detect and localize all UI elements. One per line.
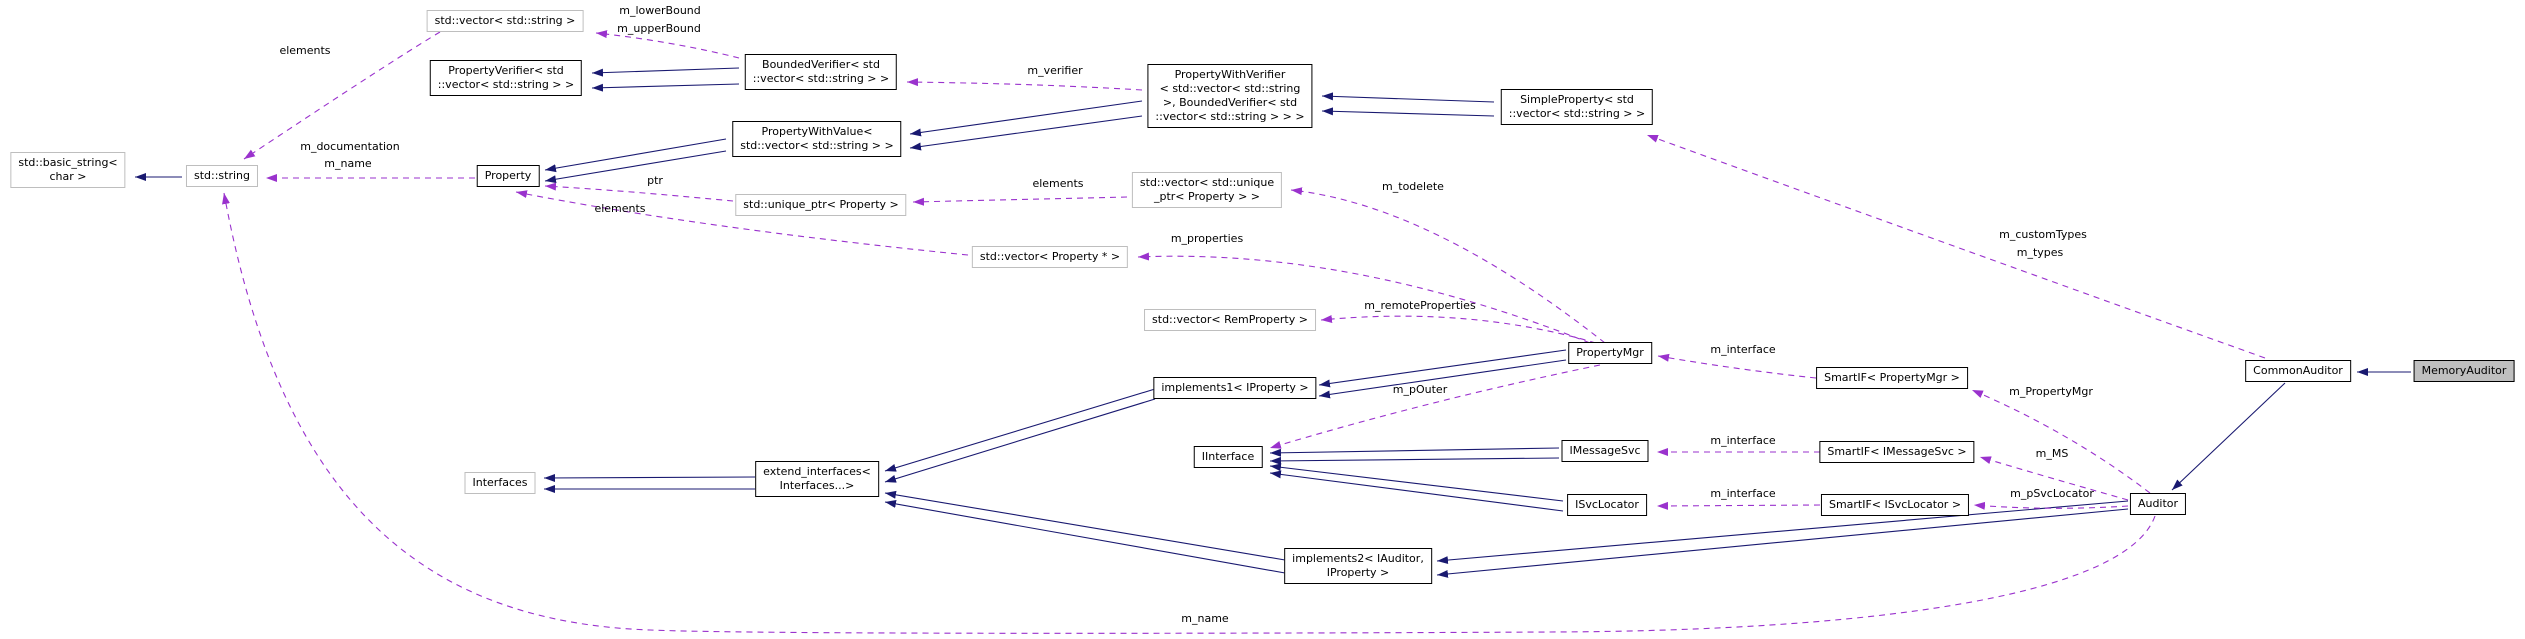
node-label: SmartIF< ISvcLocator > (1828, 498, 1962, 511)
edge-label-m-upperbound: m_upperBound (617, 22, 701, 35)
node-extend-interfaces[interactable]: extend_interfaces< Interfaces...> (755, 461, 879, 497)
node-label: SmartIF< PropertyMgr > (1824, 371, 1960, 384)
node-label: std::vector< RemProperty > (1152, 313, 1308, 326)
node-label: std::vector< std::string > (434, 14, 576, 27)
node-label: IProperty > (1326, 566, 1390, 579)
node-label: IInterface (1201, 450, 1255, 463)
node-label: Property (484, 169, 532, 182)
node-label: IMessageSvc (1569, 444, 1641, 457)
node-label: implements1< IProperty > (1161, 381, 1309, 394)
node-label: std::string (193, 169, 251, 182)
node-imessage-svc[interactable]: IMessageSvc (1561, 440, 1649, 462)
node-property-with-verifier[interactable]: PropertyWithVerifier < std::vector< std:… (1147, 64, 1313, 128)
node-isvc-locator[interactable]: ISvcLocator (1567, 494, 1647, 516)
edge-label-ptr: ptr (647, 174, 663, 187)
edge-label-m-psvclocator: m_pSvcLocator (2010, 487, 2094, 500)
node-label: >, BoundedVerifier< std (1162, 96, 1298, 109)
node-label: PropertyVerifier< std (448, 64, 564, 77)
edge-label-m-propertymgr: m_PropertyMgr (2009, 385, 2093, 398)
node-std-vector-rem-property: std::vector< RemProperty > (1144, 309, 1316, 331)
node-simple-property[interactable]: SimpleProperty< std ::vector< std::strin… (1500, 89, 1654, 125)
edge-label-elements-low: elements (594, 202, 646, 215)
edge-label-m-types: m_types (2016, 246, 2064, 259)
edge-label-m-customtypes: m_customTypes (1999, 228, 2087, 241)
node-bounded-verifier[interactable]: BoundedVerifier< std ::vector< std::stri… (744, 54, 898, 90)
node-label: PropertyWithValue< (761, 125, 873, 138)
node-label: extend_interfaces< (763, 465, 871, 478)
node-label: _ptr< Property > > (1153, 190, 1261, 203)
node-label: implements2< IAuditor, (1292, 552, 1424, 565)
edge-label-elements-top: elements (279, 44, 331, 57)
node-std-string: std::string (185, 165, 259, 187)
edge-label-m-remoteproperties: m_remoteProperties (1364, 299, 1476, 312)
node-smartif-property-mgr[interactable]: SmartIF< PropertyMgr > (1816, 367, 1968, 389)
node-implements2[interactable]: implements2< IAuditor, IProperty > (1284, 548, 1432, 584)
node-std-unique-ptr-property: std::unique_ptr< Property > (735, 194, 907, 216)
edge-label-elements-mid: elements (1032, 177, 1084, 190)
edge-label-m-ms: m_MS (2035, 447, 2069, 460)
node-smartif-isvc-locator[interactable]: SmartIF< ISvcLocator > (1820, 494, 1970, 516)
node-label: std::vector< std::string > > (740, 139, 894, 152)
node-label: Interfaces (472, 476, 528, 489)
node-iinterface[interactable]: IInterface (1193, 446, 1263, 468)
node-property[interactable]: Property (476, 165, 540, 187)
node-label: std::unique_ptr< Property > (743, 198, 899, 211)
node-memory-auditor: MemoryAuditor (2413, 360, 2515, 382)
node-label: std::vector< std::unique (1139, 176, 1275, 189)
node-label: PropertyMgr (1576, 346, 1644, 359)
node-label: CommonAuditor (2253, 364, 2343, 377)
edge-label-m-interface-imessagesvc: m_interface (1710, 434, 1776, 447)
node-label: ::vector< std::string > > (437, 78, 575, 91)
node-label: std::basic_string< (18, 156, 118, 169)
node-label: SimpleProperty< std (1520, 93, 1634, 106)
node-label: BoundedVerifier< std (762, 58, 880, 71)
node-label: SmartIF< IMessageSvc > (1827, 445, 1967, 458)
edge-label-m-pouter: m_pOuter (1392, 383, 1448, 396)
node-label: std::vector< Property * > (979, 250, 1121, 263)
edge-label-m-lowerbound: m_lowerBound (619, 4, 701, 17)
edge-label-m-interface-propertymgr: m_interface (1710, 343, 1776, 356)
edge-label-m-name-string: m_name (324, 157, 372, 170)
node-label: PropertyWithVerifier (1174, 68, 1286, 81)
node-label: Interfaces...> (779, 479, 855, 492)
node-interfaces: Interfaces (464, 472, 536, 494)
node-std-vector-string: std::vector< std::string > (426, 10, 584, 32)
node-label: Auditor (2137, 497, 2179, 510)
node-label: ::vector< std::string > > (1508, 107, 1646, 120)
node-label: ::vector< std::string > > (752, 72, 890, 85)
edge-label-m-todelete: m_todelete (1382, 180, 1444, 193)
node-property-verifier[interactable]: PropertyVerifier< std ::vector< std::str… (429, 60, 583, 96)
edge-label-m-documentation: m_documentation (300, 140, 400, 153)
node-label: < std::vector< std::string (1159, 82, 1301, 95)
node-common-auditor[interactable]: CommonAuditor (2245, 360, 2351, 382)
node-std-vector-property-ptr: std::vector< Property * > (971, 246, 1129, 268)
edge-label-m-properties: m_properties (1170, 232, 1244, 245)
node-label: MemoryAuditor (2421, 364, 2507, 377)
node-label: ::vector< std::string > > > (1155, 110, 1305, 123)
node-label: ISvcLocator (1575, 498, 1639, 511)
node-implements1[interactable]: implements1< IProperty > (1153, 377, 1317, 399)
node-auditor[interactable]: Auditor (2129, 493, 2187, 515)
edge-label-m-verifier: m_verifier (1027, 64, 1083, 77)
node-property-with-value[interactable]: PropertyWithValue< std::vector< std::str… (732, 121, 902, 157)
node-label: char > (49, 170, 87, 183)
node-std-basic-string: std::basic_string< char > (10, 152, 126, 188)
node-std-vector-unique-ptr: std::vector< std::unique _ptr< Property … (1131, 172, 1283, 208)
edge-label-m-name-auditor: m_name (1181, 612, 1229, 625)
edge-label-m-interface-isvclocator: m_interface (1710, 487, 1776, 500)
node-property-mgr[interactable]: PropertyMgr (1568, 342, 1652, 364)
node-smartif-imessage-svc[interactable]: SmartIF< IMessageSvc > (1819, 441, 1975, 463)
